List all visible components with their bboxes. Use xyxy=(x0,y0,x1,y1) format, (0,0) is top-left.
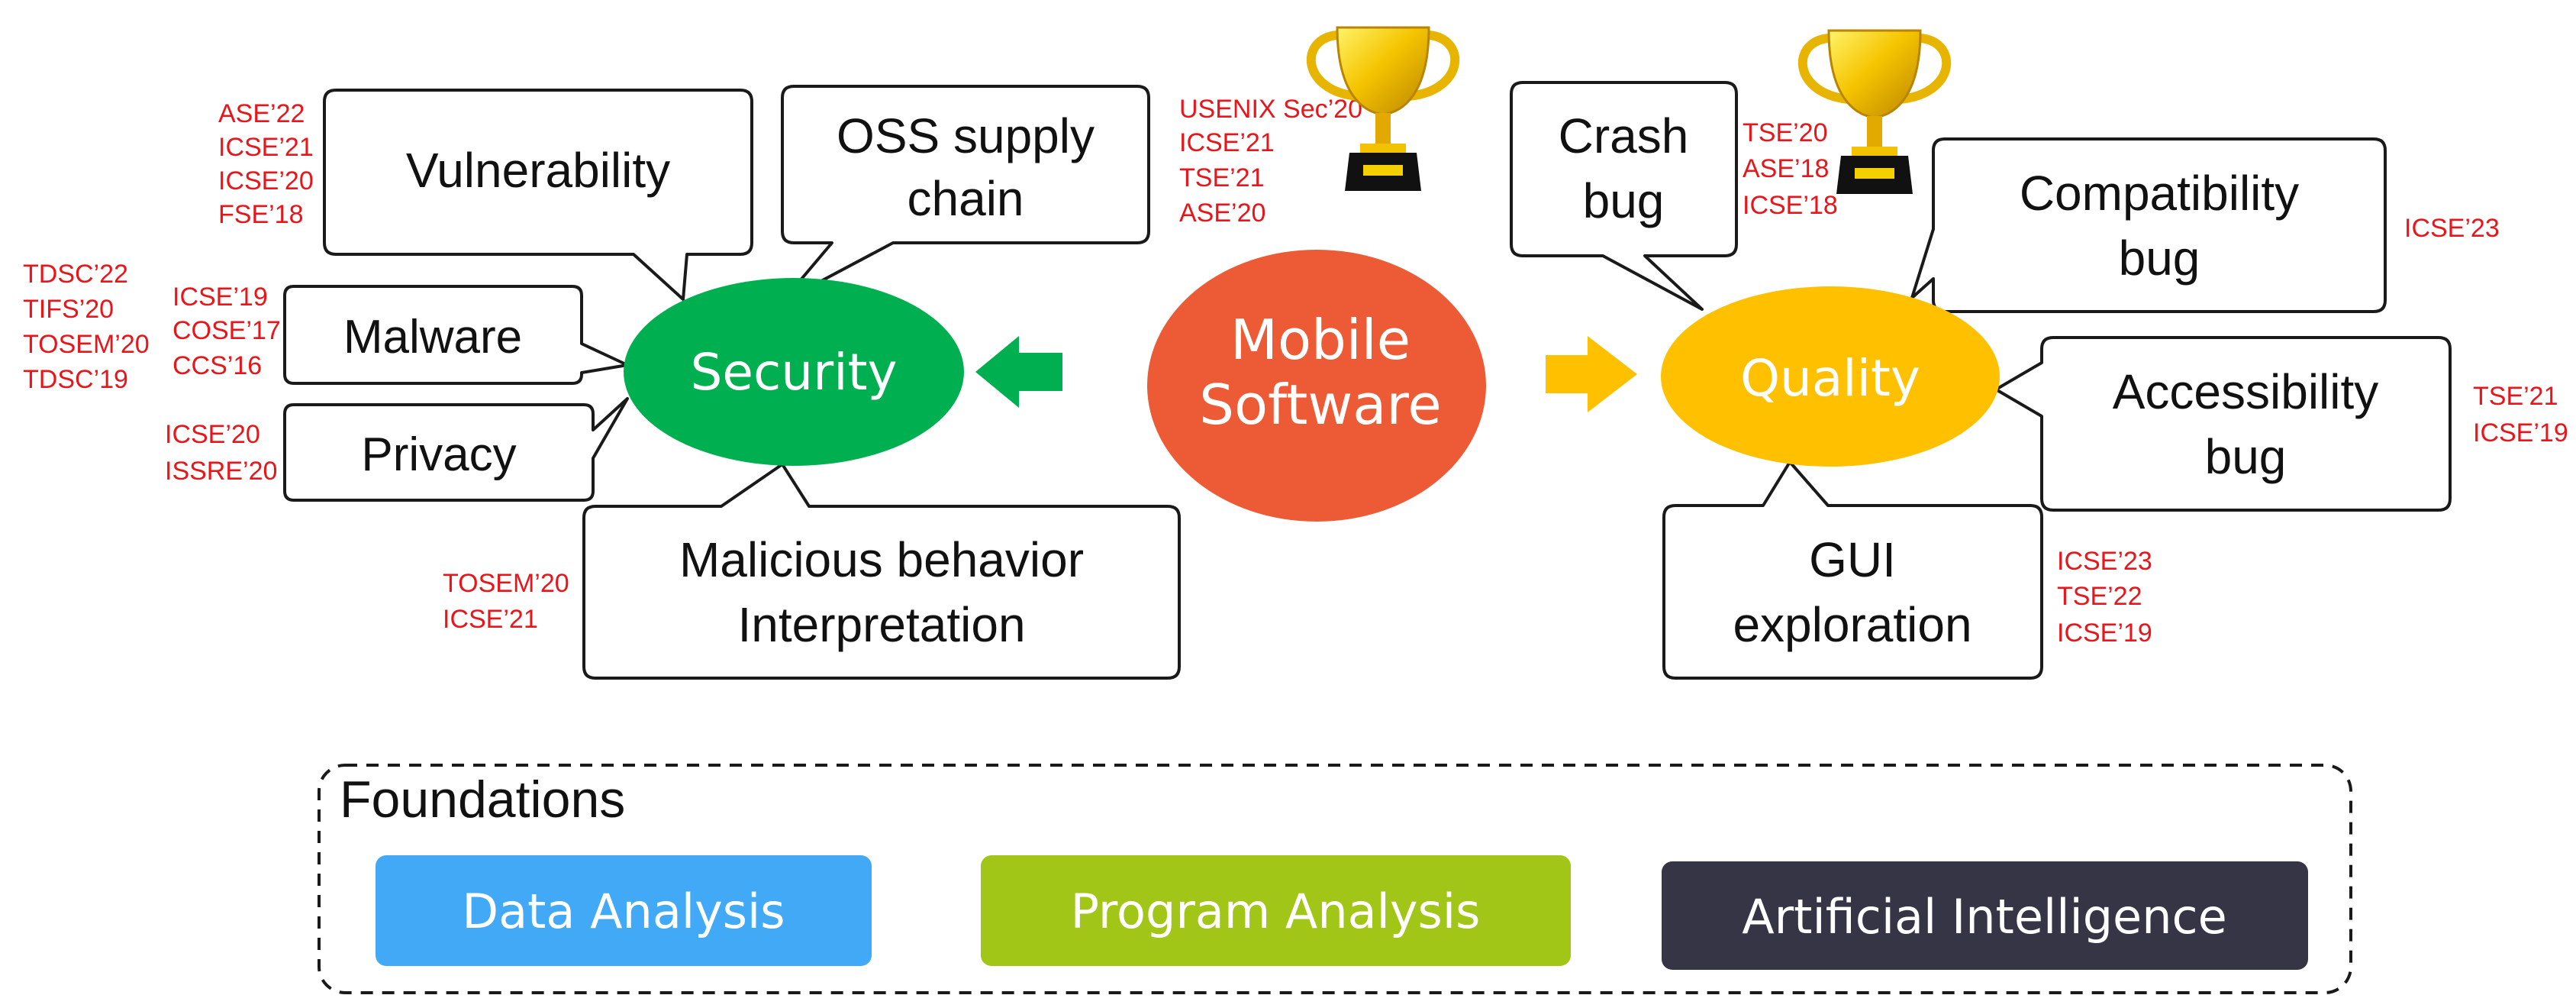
accessibility-citations: TSE’21 ICSE’19 xyxy=(2473,382,2568,447)
citation: TOSEM’20 xyxy=(23,330,150,359)
citation: TSE’21 xyxy=(1179,163,1265,192)
malicious-label-line1: Malicious behavior xyxy=(679,532,1084,587)
citation: USENIX Sec’20 xyxy=(1179,95,1362,124)
program-analysis-label: Program Analysis xyxy=(1071,884,1481,939)
malicious-behavior-callout xyxy=(582,463,1181,680)
crash-citations: TSE’20 ASE’18 ICSE’18 xyxy=(1743,118,1838,220)
citation: TSE’22 xyxy=(2057,582,2142,611)
security-node xyxy=(624,278,964,466)
crash-label-line1: Crash xyxy=(1559,108,1689,163)
compatibility-label-line2: bug xyxy=(2119,231,2200,286)
security-label: Security xyxy=(690,343,897,402)
center-label-line1: Mobile xyxy=(1230,308,1411,372)
mobile-software-node xyxy=(1147,250,1486,522)
citation: CCS’16 xyxy=(172,351,262,380)
citation: TDSC’19 xyxy=(23,365,128,394)
quality-label: Quality xyxy=(1740,349,1920,408)
foundations-frame xyxy=(318,764,2352,994)
citation: ICSE’18 xyxy=(1743,191,1838,220)
quality-cluster: Crash bug Compatibility bug Accessibilit… xyxy=(1510,81,2452,680)
citation: ISSRE’20 xyxy=(165,457,277,486)
compatibility-bug-callout xyxy=(1910,137,2387,313)
privacy-callout xyxy=(283,397,629,502)
artificial-intelligence-label: Artificial Intelligence xyxy=(1742,889,2226,945)
privacy-label: Privacy xyxy=(361,428,516,481)
gui-label-line1: GUI xyxy=(1809,532,1896,587)
citation: ICSE’21 xyxy=(218,133,314,162)
citation: TIFS’20 xyxy=(23,295,114,324)
gui-label-line2: exploration xyxy=(1733,597,1971,652)
citation: ICSE’20 xyxy=(165,420,260,449)
citation: ASE’20 xyxy=(1179,199,1265,228)
data-analysis-label: Data Analysis xyxy=(462,884,785,939)
citation: TSE’21 xyxy=(2473,382,2558,411)
citation: ICSE’19 xyxy=(172,283,268,312)
citation: COSE’17 xyxy=(172,316,281,345)
foundations-panel: Foundations Data Analysis Program Analys… xyxy=(318,764,2352,994)
citation: FSE’18 xyxy=(218,200,304,229)
oss-label-line1: OSS supply xyxy=(837,108,1095,163)
crash-bug-callout xyxy=(1510,81,1738,311)
citation: TDSC’22 xyxy=(23,260,128,289)
quality-node xyxy=(1661,286,2000,467)
citation: ASE’18 xyxy=(1743,154,1829,183)
artificial-intelligence-box xyxy=(1662,861,2308,970)
crash-label-line2: bug xyxy=(1583,173,1665,228)
accessibility-label-line1: Accessibility xyxy=(2113,364,2379,419)
mobile-software-center: Mobile Software xyxy=(1147,250,1486,522)
privacy-citations: ICSE’20 ISSRE’20 xyxy=(165,420,277,486)
citation: ICSE’23 xyxy=(2057,547,2152,576)
gui-exploration-callout xyxy=(1662,460,2043,680)
malware-callout xyxy=(283,285,629,385)
citation: TSE’20 xyxy=(1743,118,1828,147)
citation: ICSE’23 xyxy=(2404,214,2500,243)
malware-label: Malware xyxy=(343,311,522,363)
malware-outer-citations: TDSC’22 TIFS’20 TOSEM’20 TDSC’19 xyxy=(23,260,150,394)
malicious-citations: TOSEM’20 ICSE’21 xyxy=(443,569,569,634)
vulnerability-callout xyxy=(323,89,753,301)
malicious-label-line2: Interpretation xyxy=(737,597,1025,652)
oss-label-line2: chain xyxy=(908,171,1024,226)
center-label-line2: Software xyxy=(1199,373,1441,437)
data-analysis-box xyxy=(376,855,872,966)
citation: ICSE’20 xyxy=(218,166,314,195)
malware-citations: ICSE’19 COSE’17 CCS’16 xyxy=(172,283,281,380)
citation: ICSE’19 xyxy=(2057,619,2152,648)
citation: ICSE’19 xyxy=(2473,418,2568,447)
accessibility-label-line2: bug xyxy=(2205,429,2287,484)
program-analysis-box xyxy=(981,855,1571,966)
citation: ICSE’21 xyxy=(1179,128,1275,157)
security-cluster: Vulnerability OSS supply chain Malware P… xyxy=(283,85,1181,680)
gui-citations: ICSE’23 TSE’22 ICSE’19 xyxy=(2057,547,2152,648)
vulnerability-label: Vulnerability xyxy=(406,143,670,198)
citation: ICSE’21 xyxy=(443,605,538,634)
vulnerability-citations: ASE’22 ICSE’21 ICSE’20 FSE’18 xyxy=(218,99,314,229)
compatibility-label-line1: Compatibility xyxy=(2020,166,2299,221)
oss-supply-chain-callout xyxy=(781,85,1150,303)
security-arrow xyxy=(975,336,1062,408)
oss-citations: USENIX Sec’20 ICSE’21 TSE’21 ASE’20 xyxy=(1179,95,1362,228)
foundations-title: Foundations xyxy=(340,771,625,829)
accessibility-bug-callout xyxy=(1994,336,2452,512)
citation: ASE’22 xyxy=(218,99,305,128)
citation: TOSEM’20 xyxy=(443,569,569,598)
compatibility-citations: ICSE’23 xyxy=(2404,214,2500,243)
quality-arrow xyxy=(1546,336,1637,412)
